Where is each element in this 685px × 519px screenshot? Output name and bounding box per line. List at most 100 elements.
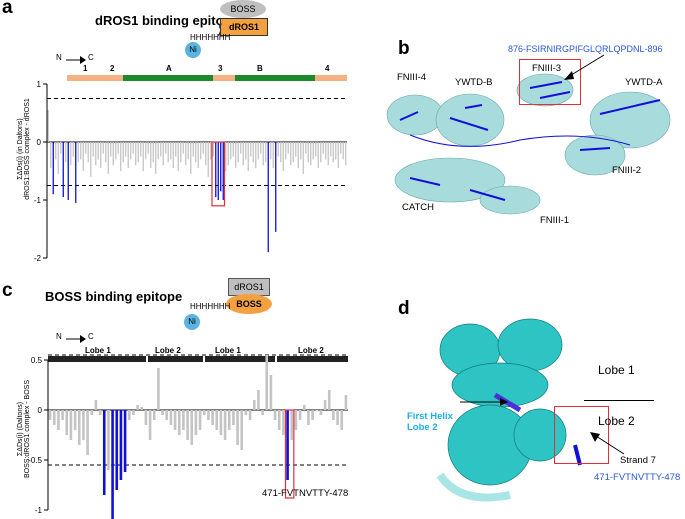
bar: [269, 375, 273, 410]
bar: [237, 142, 239, 163]
bar: [295, 142, 297, 157]
bar: [277, 410, 281, 430]
bar: [261, 410, 264, 415]
bar: [75, 142, 77, 203]
bar: [173, 410, 177, 430]
bar: [223, 410, 227, 440]
bar: [319, 410, 323, 415]
c-terminus-label: C: [88, 53, 94, 62]
panel-d-peptide: 471-FVTNVTTY-478: [594, 472, 681, 483]
bar: [275, 142, 277, 232]
bar: [77, 142, 79, 163]
bar: [148, 410, 152, 440]
panel-d-letter: d: [398, 298, 410, 319]
panel-c-construct: dROS1 BOSS HHHHHHH Ni: [182, 278, 292, 340]
bar: [307, 142, 309, 163]
bar: [262, 142, 264, 166]
bar: [322, 142, 324, 154]
bar: [290, 410, 294, 440]
y-tick-label: 0.5: [31, 356, 43, 365]
direction-arrow-c: [66, 335, 86, 343]
bar: [102, 142, 104, 154]
bar: [282, 410, 285, 435]
bar: [197, 142, 199, 169]
bar: [312, 142, 314, 160]
bar: [212, 142, 214, 157]
bar: [272, 142, 274, 169]
bar: [90, 410, 94, 415]
bar: [100, 142, 102, 169]
y-tick-label: -2: [34, 254, 42, 263]
bar: [320, 142, 322, 163]
bar: [127, 142, 129, 169]
bar: [127, 410, 131, 420]
label-lobe1: Lobe 1: [598, 363, 635, 377]
structure-d: [436, 318, 582, 502]
bar: [97, 142, 99, 160]
bar: [98, 410, 102, 415]
bar: [65, 410, 69, 435]
his-tag: HHHHHHH: [190, 33, 231, 42]
bar: [112, 142, 114, 166]
bar: [232, 142, 234, 157]
bar: [248, 410, 252, 420]
bar: [87, 142, 89, 163]
domain-bar-a: [67, 75, 347, 81]
label-ywtd-b: YWTD-B: [455, 77, 493, 88]
lobe-label-2: Lobe 2: [155, 346, 181, 355]
bar: [187, 142, 189, 160]
bar: [135, 142, 137, 166]
lobe-divider: [584, 400, 654, 401]
bar: [136, 405, 139, 410]
label-first-helix: First Helix Lobe 2: [407, 411, 453, 433]
y-tick-label: -1: [35, 506, 43, 515]
bar: [123, 410, 127, 472]
n-terminus-label-c: N: [56, 332, 62, 341]
bar: [236, 410, 239, 445]
bar: [235, 142, 237, 169]
domain-label-3: 3: [218, 64, 223, 73]
bar: [72, 142, 74, 157]
bar: [107, 410, 110, 470]
bar: [325, 142, 327, 160]
bar: [317, 142, 319, 169]
label-strand7: Strand 7: [620, 455, 656, 466]
bar: [145, 142, 147, 160]
bar: [285, 142, 287, 160]
bar: [286, 410, 289, 480]
fniii3-highlight-box: [519, 59, 581, 105]
bar: [60, 142, 62, 154]
bar: [335, 142, 337, 160]
bar: [52, 410, 56, 425]
bar: [157, 142, 159, 160]
bar: [185, 142, 187, 166]
bar: [315, 142, 317, 157]
bar: [332, 142, 334, 163]
bar: [82, 142, 84, 171]
bar: [232, 410, 235, 425]
panel-b-peptide: 876-FSIRNIRGPIFGLQRLQPDNL-896: [508, 44, 663, 54]
bar: [160, 142, 162, 157]
domain-label-2: 2: [110, 64, 115, 73]
bar: [120, 142, 122, 171]
bar: [180, 142, 182, 163]
structure-b: [386, 73, 671, 215]
domain-label-b: B: [257, 64, 263, 73]
bar: [47, 110, 49, 142]
label-fniii-3: FNIII-3: [532, 63, 562, 74]
n-terminus-label: N: [56, 53, 62, 62]
bar: [340, 410, 344, 430]
bar: [73, 410, 77, 430]
bar: [105, 142, 107, 163]
bar: [297, 142, 299, 169]
bar: [132, 410, 135, 415]
label-fniii-2: FNIII-2: [612, 165, 642, 176]
bar: [287, 142, 289, 154]
bar: [215, 142, 217, 198]
y-tick-label: 0: [37, 138, 42, 147]
bar: [315, 410, 319, 411]
bar: [94, 400, 98, 410]
bar: [307, 410, 310, 425]
bar: [175, 142, 177, 157]
lobe-label-4: Lobe 2: [298, 346, 324, 355]
